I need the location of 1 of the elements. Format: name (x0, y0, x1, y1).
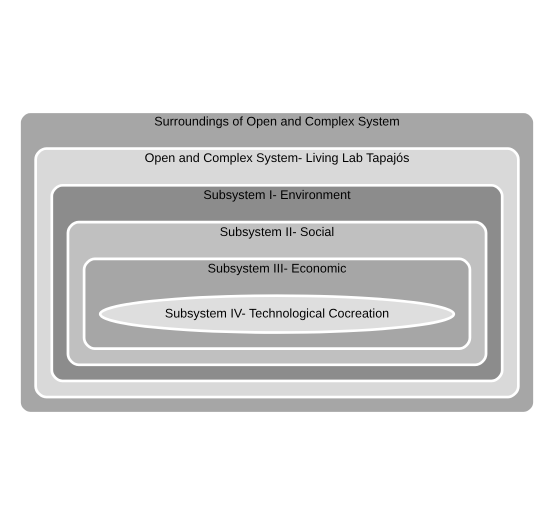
node-ellipse: Subsystem IV- Technological Cocreation (98, 294, 456, 334)
